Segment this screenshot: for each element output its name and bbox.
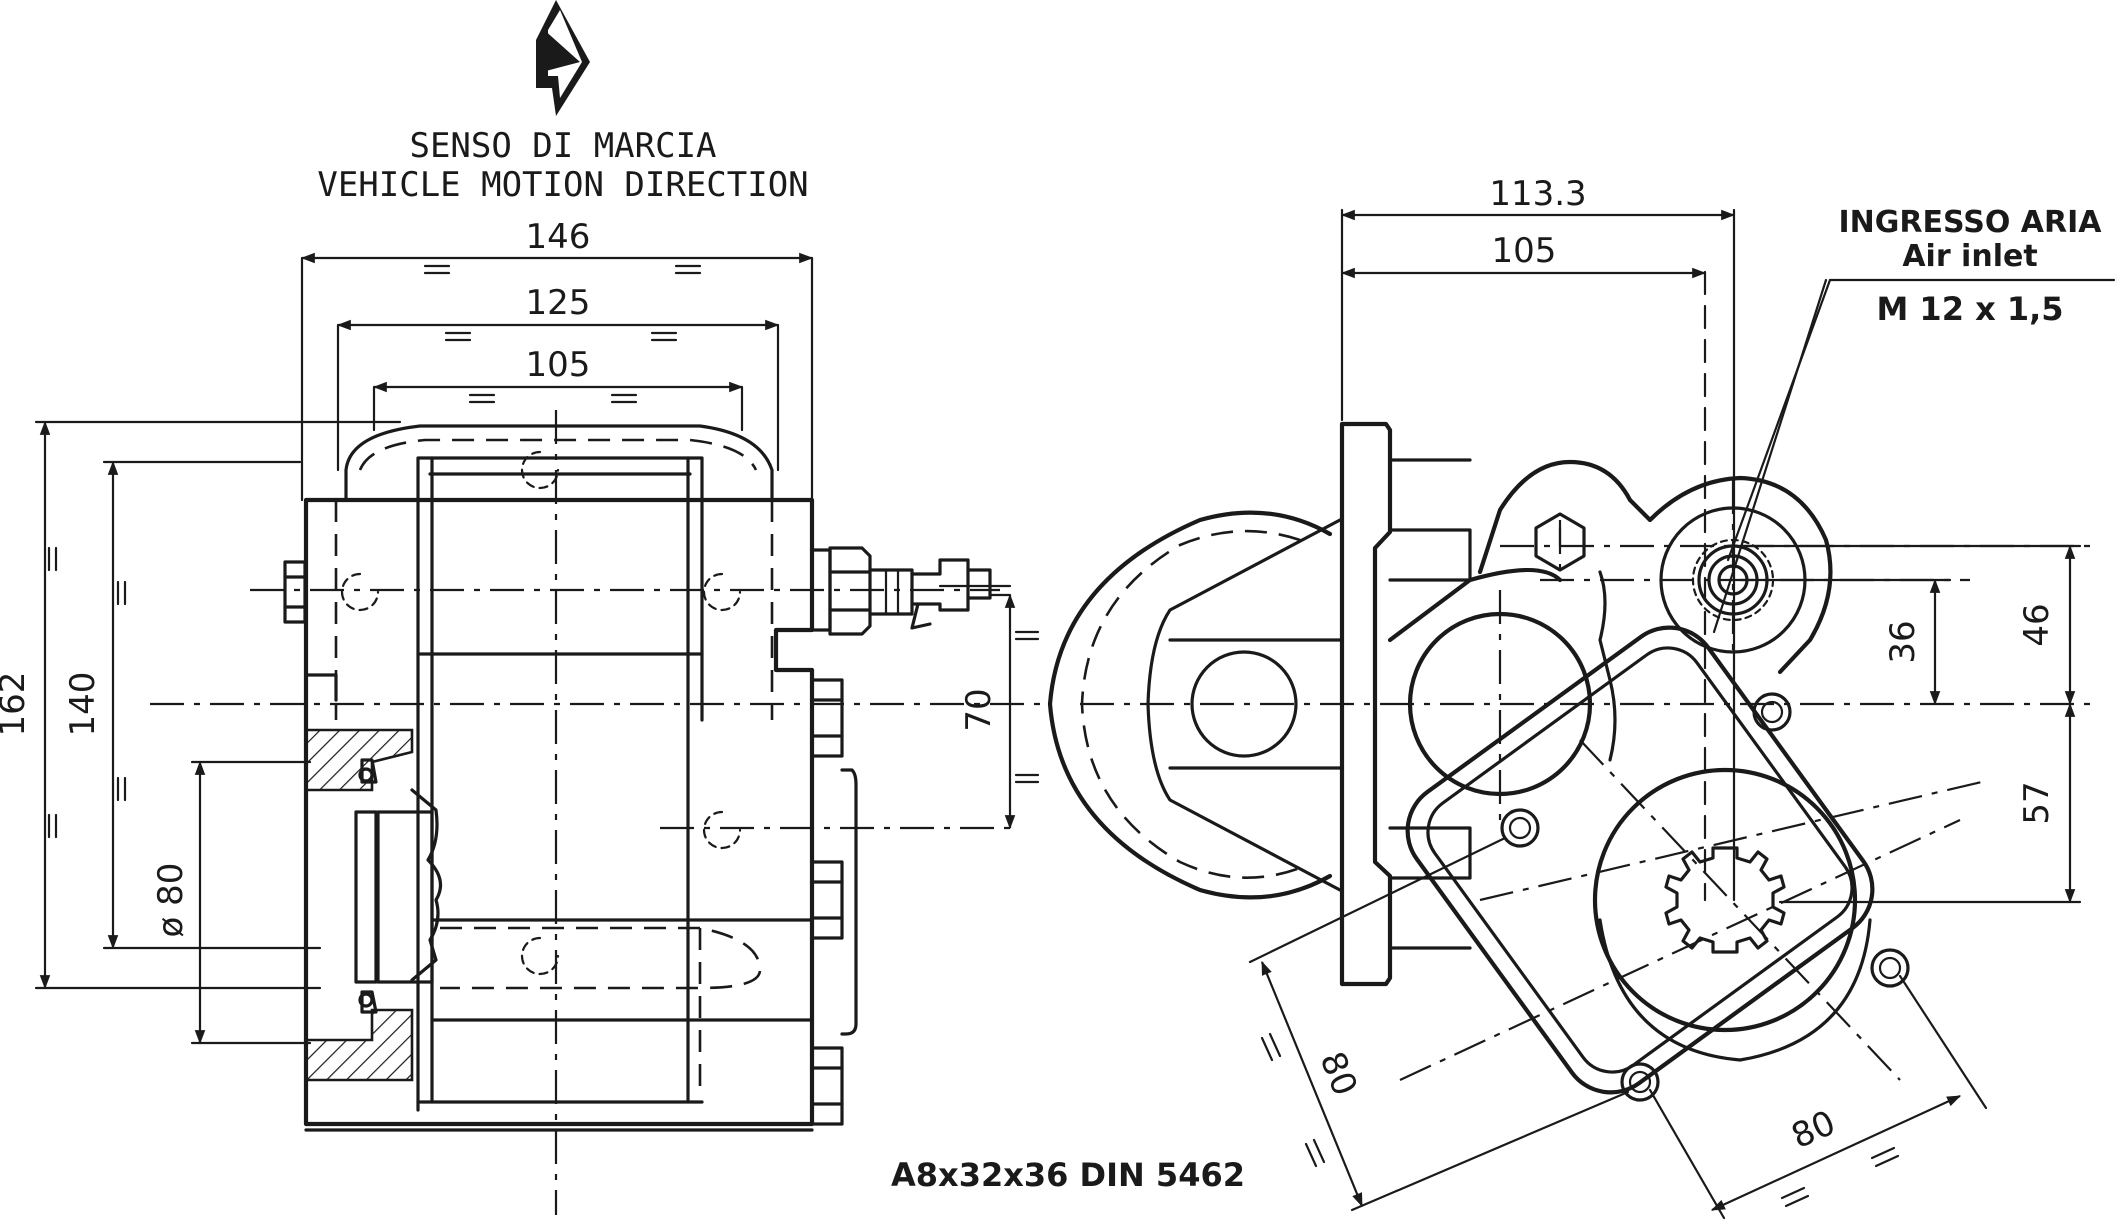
dim-70-label: 70 <box>959 688 999 731</box>
bolt-head-icon <box>810 1046 844 1126</box>
dim-146-label: 146 <box>526 217 591 257</box>
dim-d80-label: ø 80 <box>151 863 191 938</box>
dim-57-label: 57 <box>2017 781 2057 824</box>
dim-105-side-label: 105 <box>1492 231 1557 271</box>
bolt-head-icon <box>810 678 844 758</box>
direction-label-en: VEHICLE MOTION DIRECTION <box>317 165 808 205</box>
dim-162-label: 162 <box>0 672 33 737</box>
dim-113-3-label: 113.3 <box>1489 174 1586 214</box>
direction-arrow-icon <box>536 0 590 116</box>
dim-80-b-label: 80 <box>1786 1103 1842 1157</box>
dim-140-label: 140 <box>63 672 103 737</box>
direction-label-it: SENSO DI MARCIA <box>409 126 716 166</box>
dim-80-a-label: 80 <box>1312 1046 1365 1101</box>
dim-46-label: 46 <box>2017 603 2057 646</box>
bolt-head-icon <box>810 860 844 940</box>
air-inlet-thread: M 12 x 1,5 <box>1876 290 2063 328</box>
dim-105-front-label: 105 <box>526 345 591 385</box>
air-fitting-icon <box>810 546 1012 636</box>
air-inlet-label-en: Air inlet <box>1902 239 2037 274</box>
dim-125-label: 125 <box>526 283 591 323</box>
air-inlet-label-it: INGRESSO ARIA <box>1839 205 2103 240</box>
dim-36-label: 36 <box>1883 620 1923 663</box>
front-view <box>34 252 1040 1215</box>
side-view <box>1047 208 2116 1220</box>
spline-spec-label: A8x32x36 DIN 5462 <box>891 1156 1245 1194</box>
